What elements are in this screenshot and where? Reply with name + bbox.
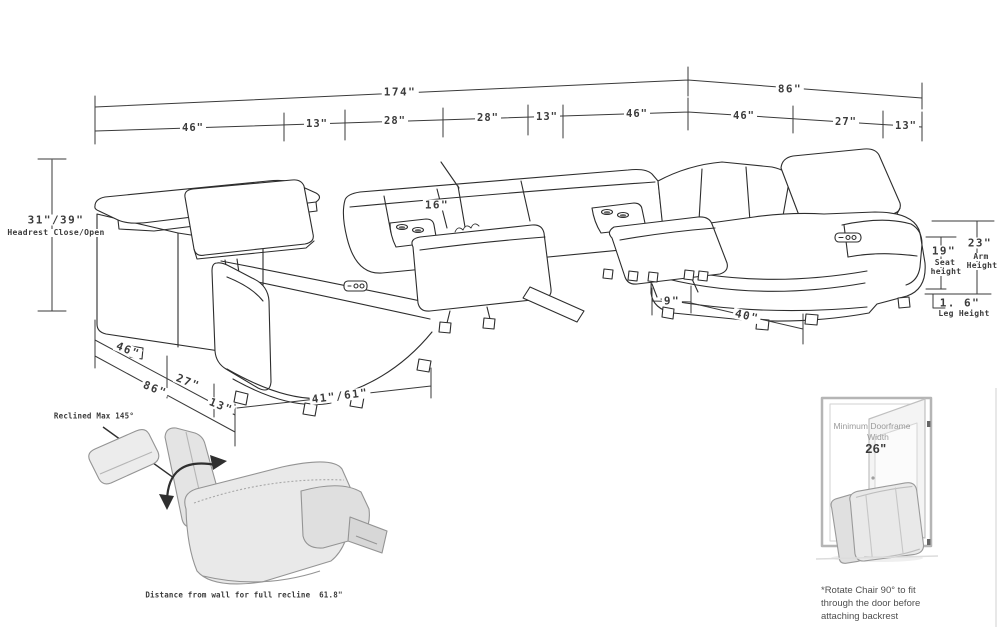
door-hinge-bottom (927, 539, 931, 545)
sofa-line-drawing (94, 148, 926, 417)
door-hinge-top (927, 421, 931, 427)
dim-seg-46-chaise: 46" (180, 121, 206, 134)
door-note-line3: attaching backrest (821, 611, 899, 622)
dim-seg-28-seat-b: 28" (475, 111, 501, 124)
leg-height-caption: Leg Height (938, 309, 990, 318)
arm-height-caption-1: Arm (971, 252, 991, 261)
seat-height-dim-label: 19" (929, 244, 959, 258)
cupholders-right (600, 208, 630, 219)
headrest-height-dim-label: 31"/39" (25, 213, 87, 227)
wall-distance-value: 61.8" (319, 590, 343, 600)
recliner-illustration (88, 427, 388, 585)
door-heading-line1: Minimum Doorframe (833, 420, 911, 431)
arm-height-caption-2: Height (964, 261, 1000, 270)
dim-seg-46-corner: 46" (624, 107, 650, 120)
cupholders-left (395, 223, 425, 234)
chair-through-door (830, 482, 925, 564)
seat-height-caption-2: height (928, 267, 964, 276)
arm-height-dim-label: 23" (965, 236, 995, 250)
dim-seg-13-right: 13" (893, 119, 919, 132)
seat-height-caption-1: Seat (932, 258, 958, 267)
door-note-line2: through the door before (821, 598, 921, 609)
wall-distance-text: Distance from wall for full recline 61.8… (145, 591, 342, 599)
dim-seg-13-console-b: 13" (534, 110, 560, 123)
dim-seg-46-right: 46" (731, 109, 757, 122)
dim-seg-13-console: 13" (304, 117, 330, 130)
door-knob (871, 476, 875, 480)
reclined-max-label: Reclined Max 145° (53, 411, 135, 421)
back-height-dim-label: 16" (422, 198, 452, 212)
console-width-dim-label: 9" (661, 294, 683, 308)
total-width-dim-label: 174" (381, 85, 419, 99)
door-note-line1: *Rotate Chair 90° to fit (821, 585, 916, 596)
door-width-value: 26" (865, 441, 887, 456)
door-illustration (815, 396, 939, 564)
power-recline-button-left (343, 280, 368, 292)
headrest-height-caption: Headrest Close/Open (5, 228, 107, 237)
right-width-dim-label: 86" (775, 82, 805, 96)
wall-distance-label: Distance from wall for full recline (145, 590, 311, 600)
power-recline-button-right (834, 232, 862, 243)
dim-seg-28-seat-a: 28" (382, 114, 408, 127)
door-heading-line2: Width (867, 431, 889, 442)
rotation-arrow (159, 455, 227, 510)
leg-height-dim-label: 1. 6" (939, 296, 981, 310)
dim-seg-27-right: 27" (833, 115, 859, 128)
